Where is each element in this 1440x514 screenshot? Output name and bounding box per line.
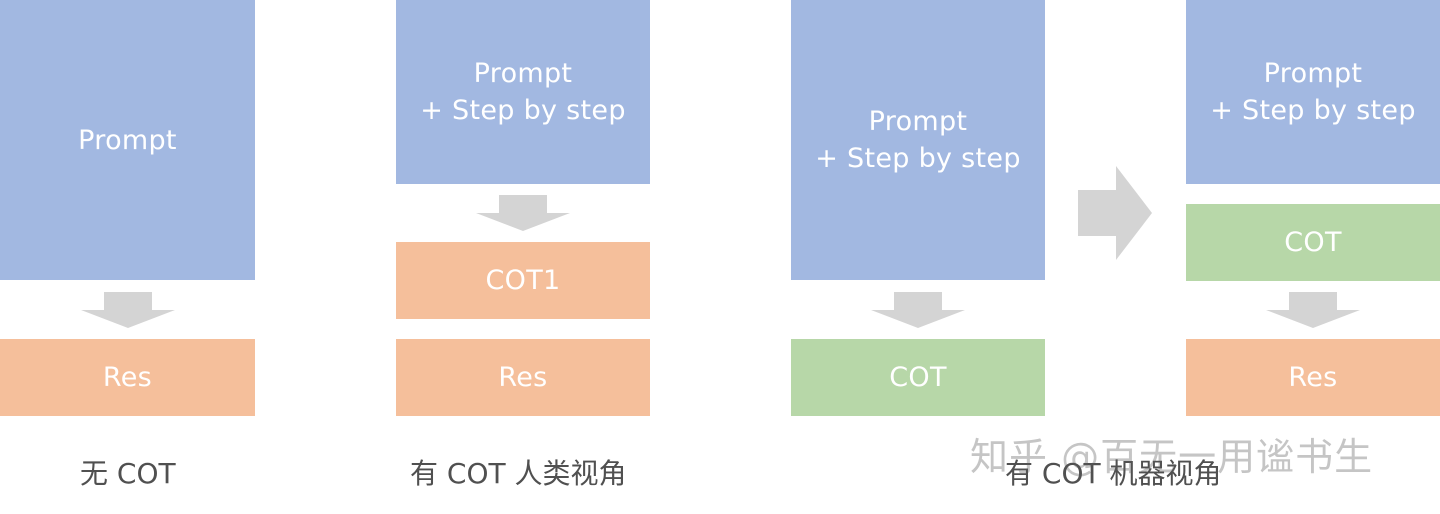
panel1-caption: 无 COT [80,457,176,490]
panel3-prompt-line2: + Step by step [815,143,1021,174]
panel2-cot1-label: COT1 [485,265,561,296]
panel3-prompt-line1: Prompt [868,106,968,137]
panel4-res-label: Res [1288,362,1338,393]
arrow-down-icon [1266,292,1360,328]
panel4-prompt-line2: + Step by step [1210,95,1416,126]
panel4-cot-label: COT [1284,227,1342,258]
panel4-cot-box: COT [1186,204,1440,281]
panel1-res-label: Res [102,362,153,393]
panel1-res-box: Res [0,339,255,416]
panel2-prompt-box: Prompt + Step by step [396,0,650,184]
panel3-cot-label: COT [889,362,947,393]
arrow-down-icon [81,292,175,328]
panel3-caption: 有 COT 机器视角 [1005,457,1222,490]
panel3-cot-box: COT [791,339,1045,416]
panel3-prompt-box: Prompt + Step by step [791,0,1045,280]
arrow-down-icon [871,292,965,328]
panel2-res-label: Res [498,362,548,393]
panel2-res-box: Res [396,339,650,416]
panel2-prompt-line1: Prompt [473,58,573,89]
arrow-right-icon [1078,166,1152,260]
panel2-caption: 有 COT 人类视角 [410,457,627,490]
watermark-text: 知乎 @百无一用谧书生 [970,435,1374,479]
panel2-prompt-line2: + Step by step [420,95,626,126]
panel2-cot1-box: COT1 [396,242,650,319]
arrow-down-icon [476,195,570,231]
panel1-prompt-line1: Prompt [78,124,177,156]
panel4-res-box: Res [1186,339,1440,416]
panel4-prompt-box: Prompt + Step by step [1186,0,1440,184]
panel1-prompt-box: Prompt [0,0,255,280]
panel4-prompt-line1: Prompt [1263,58,1363,89]
